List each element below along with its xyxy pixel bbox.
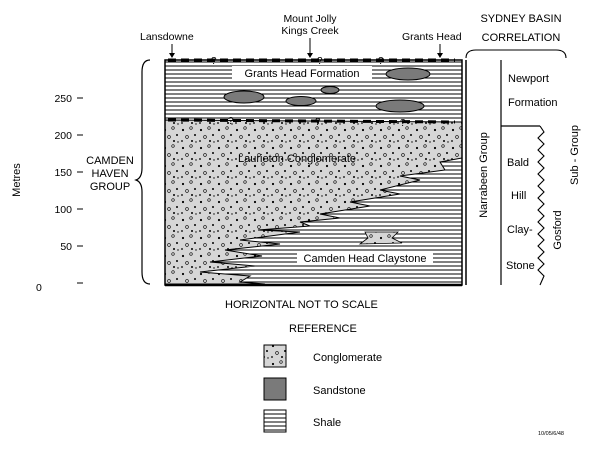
correlation-brace (465, 49, 567, 59)
sandstone-lens-3 (385, 67, 431, 81)
camden-haven-group-label: GROUP (90, 181, 130, 193)
camden-head-claystone-label: Camden Head Claystone (304, 253, 427, 265)
group-brace (134, 59, 151, 285)
legend-label: Shale (313, 417, 341, 429)
shale-swatch (263, 409, 287, 433)
narrabeen-group-label: Narrabeen Group (478, 132, 490, 218)
bald-hill-claystone-label: Stone (506, 260, 535, 272)
location-kings-creek: Kings Creek (281, 25, 339, 37)
tick-label: 100 (54, 204, 72, 216)
legend-label: Conglomerate (313, 352, 382, 364)
arrow-grants-head (437, 44, 443, 58)
camden-haven-group-label: HAVEN (91, 168, 128, 180)
bald-hill-claystone-label: Hill (511, 190, 526, 202)
gosford-subgroup-label: Gosford (552, 210, 564, 249)
sandstone-swatch (263, 377, 287, 401)
uncertain-mark: ? (400, 118, 406, 129)
legend-item-conglomerate: Conglomerate (263, 344, 382, 368)
location-lansdowne: Lansdowne (140, 31, 194, 43)
figure-code: 10/05/6/48 (538, 431, 564, 437)
sandstone-lens-4 (375, 99, 425, 113)
newport-formation-label: Newport (508, 73, 549, 85)
tick-label: 0 (36, 282, 42, 294)
location-mount-jolly: Mount Jolly (283, 13, 337, 25)
correlation-title: SYDNEY BASIN (480, 13, 561, 25)
location-grants-head: Grants Head (402, 31, 462, 43)
gosford-subgroup-label: Sub - Group (569, 125, 581, 185)
grants-head-label-box (232, 66, 372, 80)
arrow-kings-creek (307, 38, 313, 58)
section-column (165, 60, 462, 285)
newport-formation-label: Formation (508, 97, 558, 109)
grants-head-formation-label: Grants Head Formation (245, 68, 360, 80)
tick-label: 200 (54, 130, 72, 142)
uncertain-mark: ? (211, 56, 217, 67)
gosford-boundary-zigzag (537, 125, 545, 286)
uncertain-mark: ? (228, 116, 234, 127)
axis-label: Metres (11, 163, 23, 197)
camden-head-label-box (297, 251, 433, 265)
legend-item-shale: Shale (263, 409, 341, 433)
tick-label: 150 (54, 167, 72, 179)
sandstone-lens-1 (223, 90, 265, 104)
tick-label: 250 (54, 93, 72, 105)
laurieton-conglomerate-label: Laurieton Conglomerate (238, 153, 356, 165)
bald-hill-claystone-label: Bald (507, 157, 529, 169)
uncertain-mark: ? (317, 56, 323, 67)
sandstone-lens-5 (320, 86, 340, 94)
tick-label: 50 (60, 241, 72, 253)
sandstone-lens-2 (285, 96, 317, 106)
legend-label: Sandstone (313, 385, 366, 397)
scale-note: HORIZONTAL NOT TO SCALE (225, 299, 378, 311)
legend-title: REFERENCE (289, 323, 357, 335)
camden-haven-group-label: CAMDEN (86, 155, 134, 167)
conglomerate-swatch (263, 344, 287, 368)
conglomerate-lens (358, 231, 403, 245)
bald-hill-claystone-label: Clay- (507, 224, 533, 236)
base-grants-head-dashed-contact (167, 118, 456, 124)
axis-ticks: 250 200 150 100 50 0 (36, 93, 83, 294)
arrow-lansdowne (169, 44, 175, 58)
uncertain-mark: ? (315, 117, 321, 128)
correlation-title: CORRELATION (482, 32, 561, 44)
legend-item-sandstone: Sandstone (263, 377, 366, 401)
uncertain-mark: ? (378, 56, 384, 67)
conglomerate-body (165, 119, 462, 285)
